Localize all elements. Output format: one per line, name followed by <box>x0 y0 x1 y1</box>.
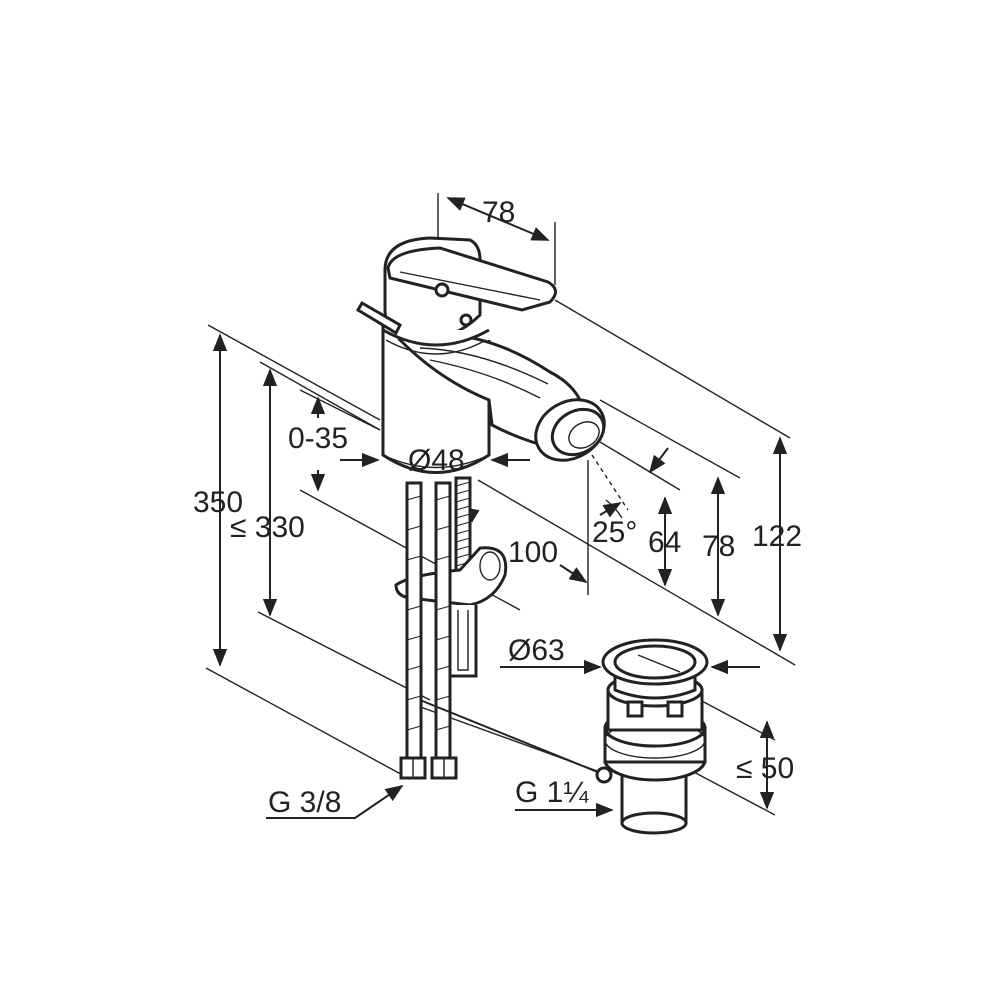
label-drain-height: ≤ 50 <box>736 752 794 785</box>
supply-hose-left <box>405 481 423 760</box>
mixer-tap <box>355 236 606 474</box>
supply-hose-right <box>434 481 452 760</box>
label-total-height: 350 <box>193 486 243 519</box>
dimension-lines <box>212 197 788 819</box>
label-body-diameter: Ø48 <box>408 444 465 477</box>
label-overall-height: 122 <box>752 520 802 553</box>
dimension-labels: 78 0-35 Ø48 350 ≤ 330 100 25° 64 78 122 … <box>193 196 802 819</box>
extension-lines <box>205 193 796 816</box>
label-max-height: ≤ 330 <box>230 511 305 544</box>
popup-rod <box>355 300 402 336</box>
label-spout-reach: 100 <box>508 536 558 569</box>
label-drain-thread: G 1¼ <box>515 776 589 809</box>
label-depth-top: 78 <box>482 196 515 229</box>
label-mid-height: 78 <box>702 530 735 563</box>
label-outlet-height: 64 <box>648 526 681 559</box>
label-drain-diameter: Ø63 <box>508 634 565 667</box>
mounting-parts <box>394 476 606 780</box>
label-height-adjust: 0-35 <box>288 422 348 455</box>
label-spray-angle: 25° <box>592 516 637 549</box>
waste-valve <box>595 638 709 835</box>
label-supply-thread: G 3/8 <box>268 786 341 819</box>
